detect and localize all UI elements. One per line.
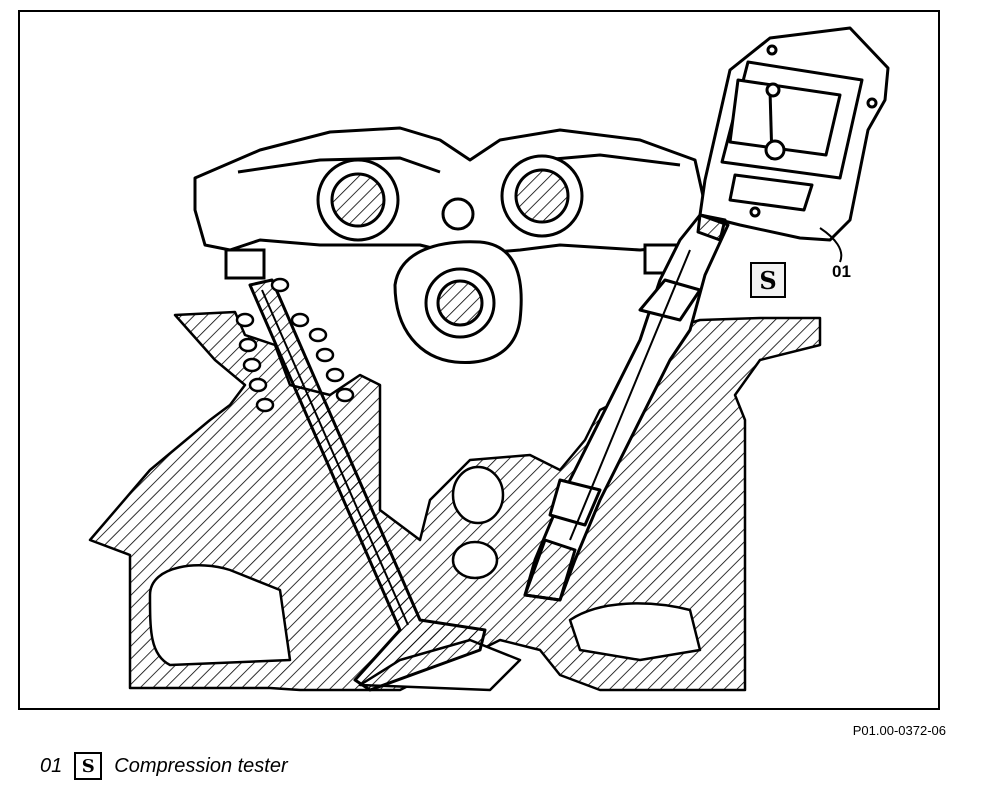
camshaft-right [500, 154, 584, 238]
legend-row: 01 S Compression tester [40, 752, 288, 780]
compression-tester-hose [523, 213, 730, 602]
tool-glyph: S [759, 265, 777, 295]
figure-code: P01.00-0372-06 [852, 723, 946, 738]
valve-spring [235, 277, 355, 413]
legend-label: Compression tester [114, 754, 288, 777]
tappet-left [224, 248, 266, 280]
special-tool-icon: S [74, 752, 103, 780]
callout-leader [819, 227, 843, 263]
callout-number: 01 [832, 262, 851, 281]
camshaft-housing [193, 126, 707, 257]
dowel-hole [441, 197, 475, 231]
camshaft-left [316, 158, 400, 242]
special-tool-icon: S [750, 262, 786, 298]
tool-glyph: S [81, 755, 95, 777]
cam-lobe [393, 240, 523, 364]
intake-valve [248, 278, 487, 692]
legend-number: 01 [40, 754, 63, 777]
compression-tester-gauge [696, 26, 890, 242]
